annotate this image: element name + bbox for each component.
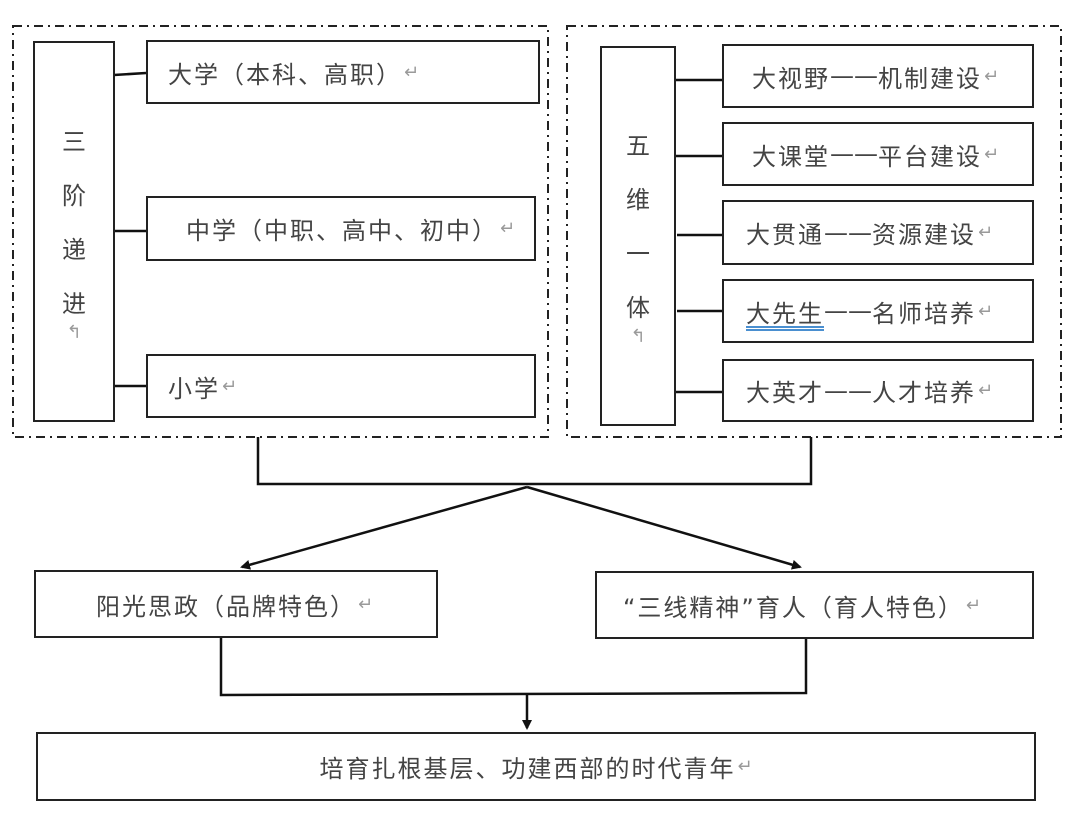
result-label: 培育扎根基层、功建西部的时代青年 bbox=[319, 755, 736, 783]
left-item-label: 中学（中职、高中、初中） bbox=[186, 217, 498, 245]
right-item-suffix: 机制建设 bbox=[878, 64, 982, 93]
paragraph-mark-icon: ↵ bbox=[965, 594, 981, 616]
right-item-prefix: 大英才 bbox=[746, 379, 824, 407]
paragraph-mark-icon: ↵ bbox=[984, 65, 1000, 87]
right-group-panel bbox=[566, 25, 1062, 438]
right-item-prefix: 大先生 bbox=[746, 299, 824, 328]
arrow-to-right-feature bbox=[526, 485, 802, 570]
paragraph-mark-icon: ↵ bbox=[984, 143, 1000, 165]
right-item-vision: 大视野 —— 机制建设 ↵ bbox=[722, 44, 1034, 108]
feature-three-line-spirit: “三线精神”育人（育人特色） ↵ bbox=[595, 571, 1034, 639]
left-group-panel bbox=[12, 25, 549, 438]
bottom-merge-bracket bbox=[219, 637, 808, 697]
feature-label: 阳光思政（品牌特色） bbox=[96, 592, 356, 621]
right-item-dash: —— bbox=[824, 218, 872, 247]
right-item-talent: 大英才 —— 人才培养 ↵ bbox=[722, 359, 1034, 422]
left-title-char: 阶 bbox=[62, 181, 86, 210]
right-item-dash: —— bbox=[830, 62, 878, 90]
left-item-label: 大学（本科、高职） bbox=[168, 60, 402, 89]
paragraph-mark-icon: ↵ bbox=[500, 218, 516, 239]
right-item-suffix: 资源建设 bbox=[872, 221, 976, 249]
right-title-char: 五 bbox=[626, 132, 650, 160]
paragraph-mark-icon: ↵ bbox=[737, 756, 753, 777]
right-item-dash: —— bbox=[824, 376, 872, 405]
right-item-dash: —— bbox=[830, 140, 878, 168]
left-item-secondary: 中学（中职、高中、初中） ↵ bbox=[146, 196, 536, 261]
right-item-classroom: 大课堂 —— 平台建设 ↵ bbox=[722, 122, 1034, 186]
left-group-title-box: 三 阶 递 进 ↰ bbox=[33, 41, 115, 422]
right-title-char: 体 bbox=[626, 294, 650, 322]
right-item-suffix: 人才培养 bbox=[872, 379, 976, 407]
right-item-connection: 大贯通 —— 资源建设 ↵ bbox=[722, 200, 1034, 265]
arrow-to-left-feature bbox=[240, 485, 528, 570]
right-item-prefix: 大课堂 bbox=[752, 142, 830, 171]
left-item-label: 小学 bbox=[168, 374, 220, 403]
left-branch-connectors bbox=[113, 71, 147, 388]
left-item-primary: 小学 ↵ bbox=[146, 354, 536, 418]
right-item-dash: —— bbox=[824, 297, 872, 325]
merge-bracket bbox=[256, 437, 813, 486]
paragraph-mark-icon: ↵ bbox=[358, 593, 374, 615]
right-group-title-box: 五 维 一 体 ↰ bbox=[600, 46, 676, 426]
left-item-university: 大学（本科、高职） ↵ bbox=[146, 40, 540, 104]
right-item-suffix: 名师培养 bbox=[872, 299, 976, 328]
right-item-prefix: 大贯通 bbox=[746, 221, 824, 249]
paragraph-mark-icon: ↰ bbox=[630, 326, 646, 347]
paragraph-mark-icon: ↵ bbox=[404, 61, 420, 83]
paragraph-mark-icon: ↵ bbox=[978, 380, 994, 401]
result-box: 培育扎根基层、功建西部的时代青年 ↵ bbox=[36, 732, 1036, 801]
paragraph-mark-icon: ↵ bbox=[222, 375, 238, 397]
paragraph-mark-icon: ↵ bbox=[978, 300, 994, 322]
paragraph-mark-icon: ↵ bbox=[978, 222, 994, 243]
left-title-char: 递 bbox=[62, 235, 86, 264]
right-item-teachers: 大先生 —— 名师培养 ↵ bbox=[722, 279, 1034, 343]
paragraph-mark-icon: ↰ bbox=[66, 321, 82, 343]
right-item-prefix: 大视野 bbox=[752, 64, 830, 93]
right-item-suffix: 平台建设 bbox=[878, 142, 982, 171]
right-branch-connectors bbox=[675, 78, 722, 394]
left-title-char: 进 bbox=[62, 289, 86, 318]
right-title-char: 一 bbox=[626, 240, 650, 268]
feature-sunshine-politics: 阳光思政（品牌特色） ↵ bbox=[34, 570, 438, 638]
feature-label: “三线精神”育人（育人特色） bbox=[623, 593, 964, 622]
right-title-char: 维 bbox=[626, 186, 650, 214]
left-title-char: 三 bbox=[62, 127, 86, 156]
